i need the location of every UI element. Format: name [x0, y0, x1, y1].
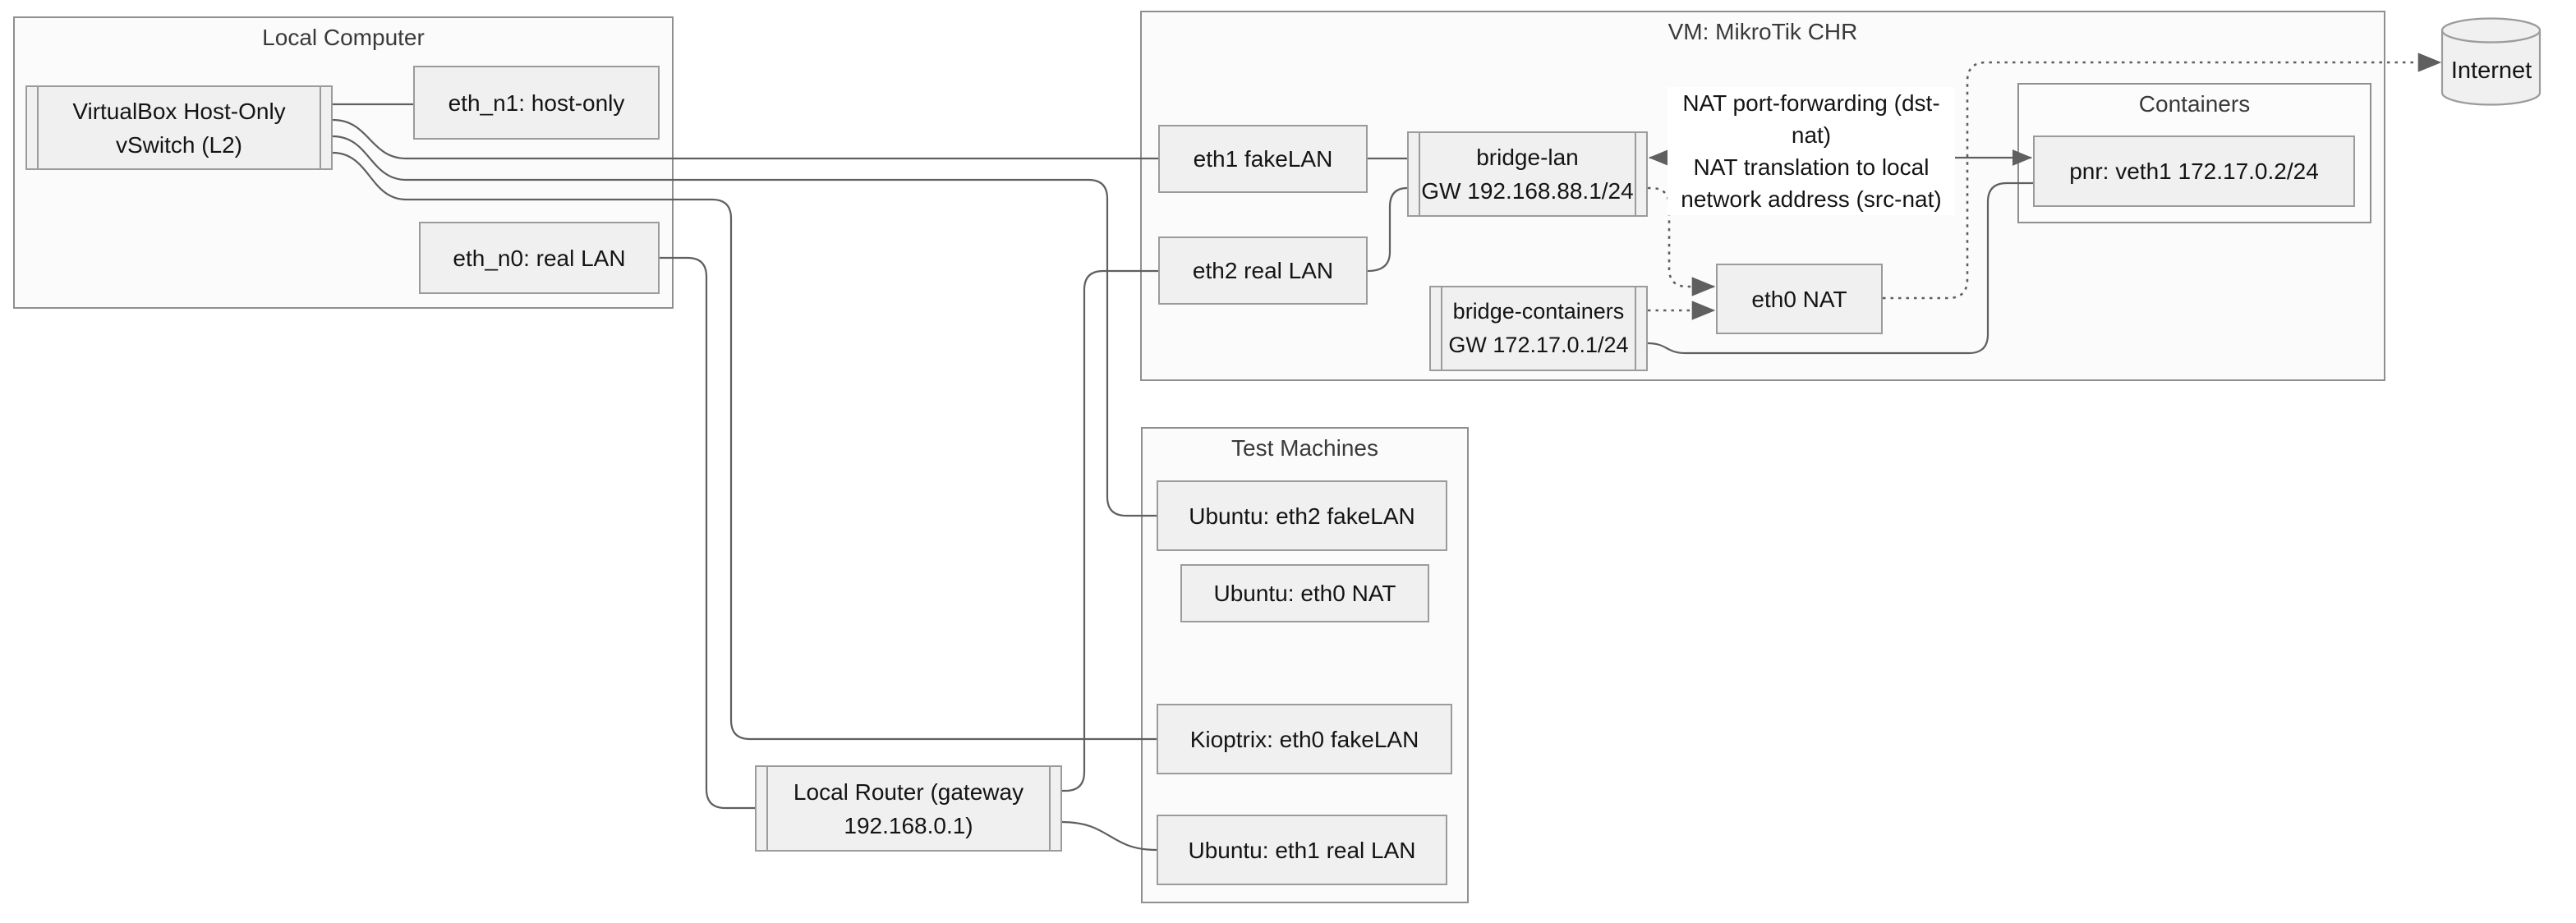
node-ubuntu-eth2-fakelan: Ubuntu: eth2 fakeLAN [1157, 480, 1447, 551]
node-virtualbox-vswitch: VirtualBox Host-Only vSwitch (L2) [25, 85, 333, 170]
node-eth-n1-host-only: eth_n1: host-only [413, 66, 660, 140]
node-eth0-nat: eth0 NAT [1716, 264, 1883, 334]
group-test-machines-title: Test Machines [1231, 435, 1378, 461]
node-eth1-fakelan: eth1 fakeLAN [1158, 125, 1368, 193]
node-ubuntu-eth0-nat: Ubuntu: eth0 NAT [1180, 564, 1429, 622]
nat-annotation: NAT port-forwarding (dst- nat) NAT trans… [1668, 87, 1955, 215]
group-local-computer-title: Local Computer [262, 25, 425, 50]
group-containers-title: Containers [2138, 91, 2251, 117]
node-bridge-lan: bridge-lan GW 192.168.88.1/24 [1407, 131, 1648, 217]
edge-ethn0-router [660, 256, 755, 810]
node-eth2-real-lan: eth2 real LAN [1158, 236, 1368, 305]
node-eth-n0-real-lan: eth_n0: real LAN [419, 222, 660, 294]
node-kioptrix-eth0-fakelan: Kioptrix: eth0 fakeLAN [1157, 704, 1452, 774]
node-bridge-containers: bridge-containers GW 172.17.0.1/24 [1429, 286, 1648, 371]
node-pnr-veth1: pnr: veth1 172.17.0.2/24 [2033, 135, 2355, 207]
internet-label: Internet [2450, 57, 2532, 84]
group-vm-mikrotik-chr-title: VM: MikroTik CHR [1668, 19, 1858, 44]
node-ubuntu-eth1-real-lan: Ubuntu: eth1 real LAN [1157, 815, 1447, 885]
node-local-router: Local Router (gateway 192.168.0.1) [755, 765, 1062, 852]
